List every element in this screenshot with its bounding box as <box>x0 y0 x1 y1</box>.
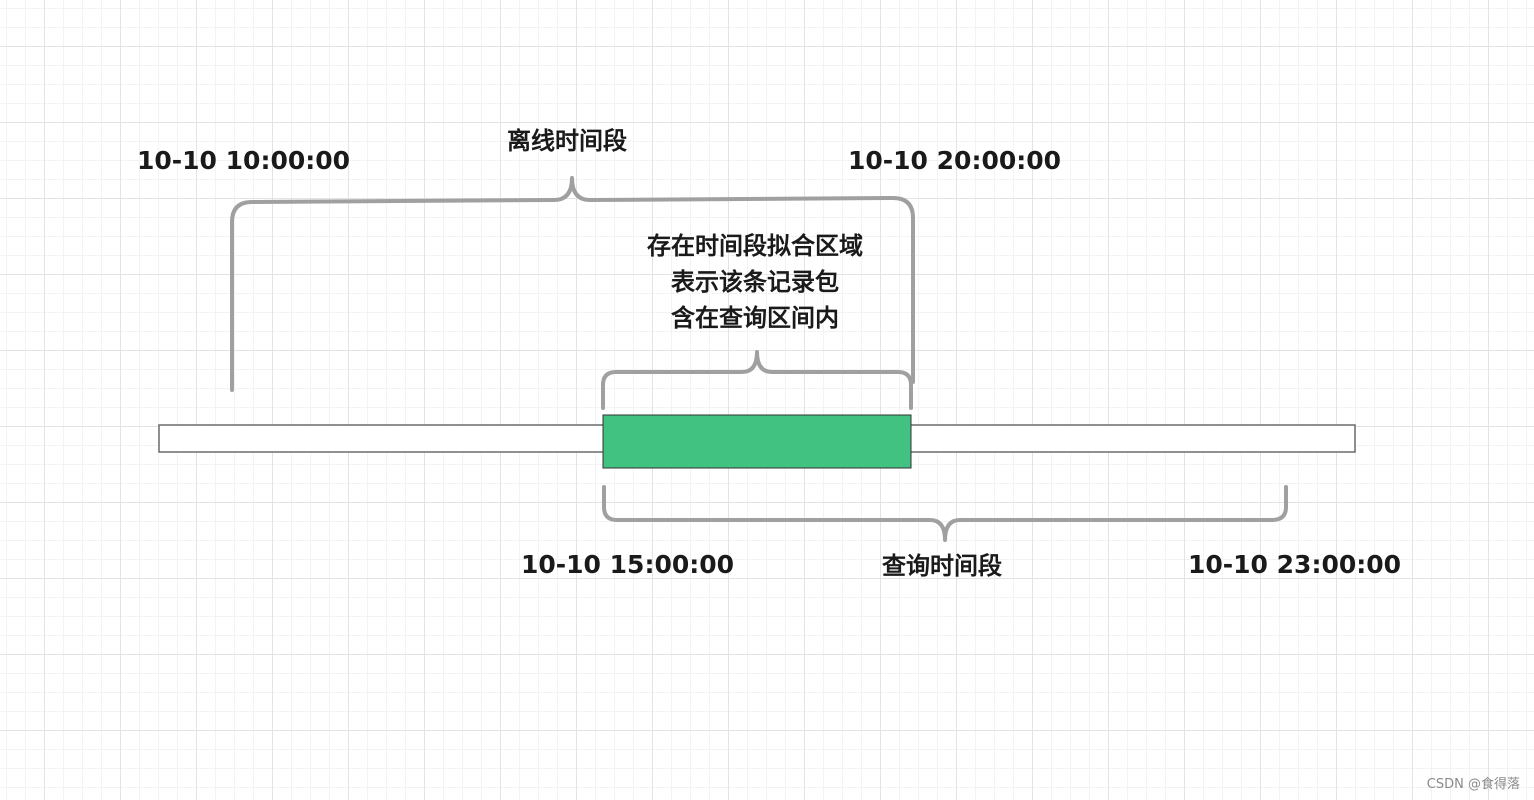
overlap-annotation: 存在时间段拟合区域 表示该条记录包 含在查询区间内 <box>605 228 905 336</box>
offline-end-time: 10-10 20:00:00 <box>848 146 1062 175</box>
offline-period-label: 离线时间段 <box>507 127 627 155</box>
overlap-annotation-line: 存在时间段拟合区域 <box>647 232 863 260</box>
watermark: CSDN @食得落 <box>1426 777 1520 792</box>
query-period-bracket <box>602 485 1288 542</box>
query-period-label: 查询时间段 <box>882 552 1002 580</box>
query-end-time: 10-10 23:00:00 <box>1188 550 1402 579</box>
offline-period-bracket <box>230 176 915 392</box>
overlap-region <box>602 414 912 469</box>
query-start-time: 10-10 15:00:00 <box>521 550 735 579</box>
overlap-annotation-line: 含在查询区间内 <box>671 304 839 332</box>
overlap-bracket <box>601 350 913 410</box>
overlap-annotation-line: 表示该条记录包 <box>671 268 839 296</box>
offline-start-time: 10-10 10:00:00 <box>137 146 351 175</box>
